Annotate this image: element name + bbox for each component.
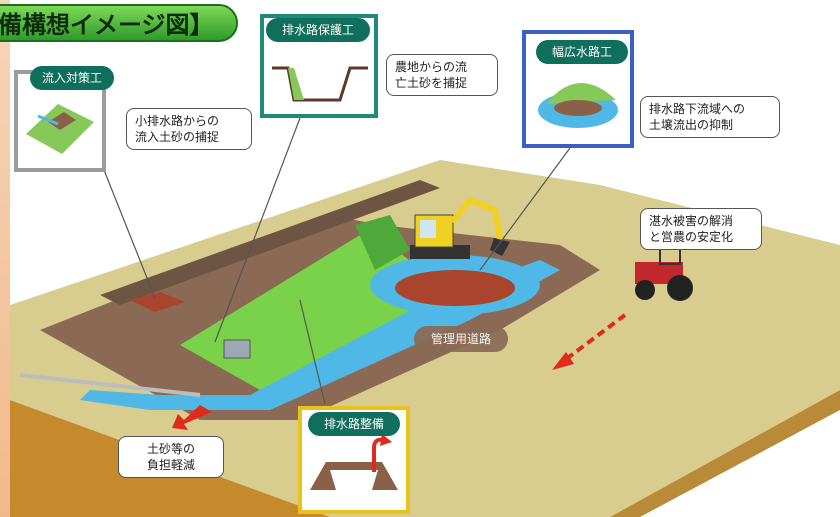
terrain-side-face — [610, 390, 840, 517]
leader-lines — [99, 117, 571, 405]
note-sediment: 土砂等の 負担軽減 — [118, 436, 224, 478]
inflow-label: 流入対策工 — [30, 66, 114, 90]
tractor-icon — [635, 247, 693, 301]
wide-channel-label: 幅広水路工 — [536, 40, 628, 64]
drain-improvement-sketch — [310, 434, 398, 490]
wide-channel-sketch — [538, 82, 618, 128]
grass-bank — [355, 215, 410, 270]
channel-protection-sketch — [272, 66, 368, 102]
inflow-sketch — [26, 104, 94, 154]
note-small-drain: 小排水路からの 流入土砂の捕捉 — [126, 108, 252, 150]
note-downstream: 排水路下流域への 土壌流出の抑制 — [640, 96, 780, 138]
drain-improvement-label: 排水路整備 — [308, 412, 400, 436]
page-title: 備構想イメージ図】 — [0, 4, 238, 42]
flow-dashed-arrowhead — [552, 352, 574, 370]
inlet-structure — [223, 339, 251, 359]
note-flood: 湛水被害の解消 と営農の安定化 — [640, 208, 762, 250]
note-farmland-soil: 農地からの流 亡土砂を捕捉 — [386, 54, 498, 96]
channel-protection-label: 排水路保護工 — [266, 18, 370, 42]
drain-pipe — [19, 373, 201, 397]
upper-dark-road — [100, 180, 440, 305]
inflow-pad — [130, 292, 185, 312]
sediment-arrow — [172, 405, 212, 430]
management-road-label: 管理用道路 — [414, 326, 508, 352]
excavator-icon — [410, 196, 510, 259]
sediment-pit — [395, 270, 515, 306]
left-gradient-strip — [0, 0, 10, 517]
